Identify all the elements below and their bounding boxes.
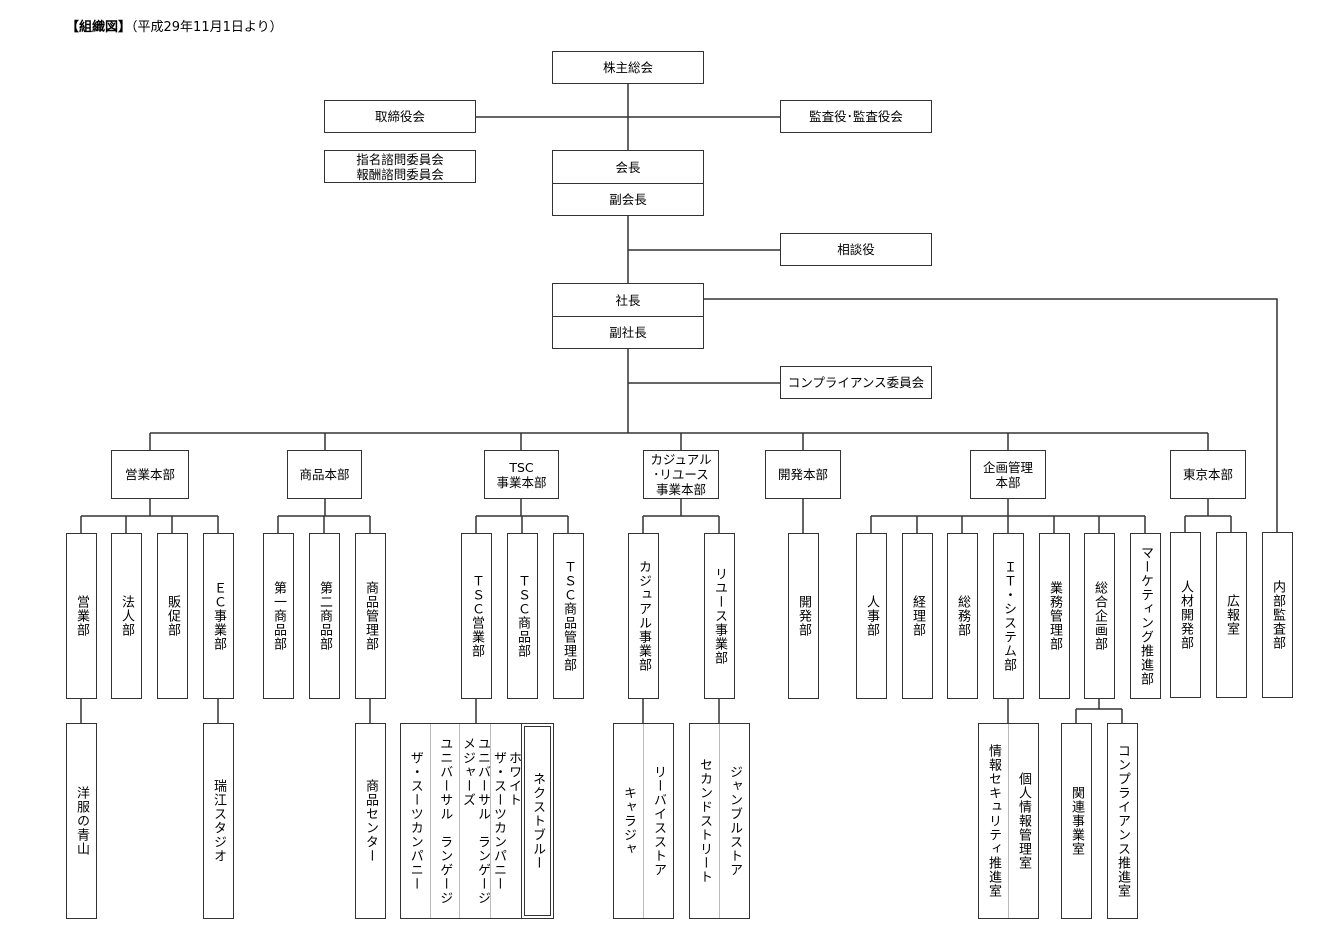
- advisor-box: 相談役: [780, 233, 932, 266]
- division-box: 商品本部: [287, 450, 362, 499]
- department-box: 営業部: [66, 533, 97, 699]
- tsc-brands-group: ザ・スーツカンパニーユニバーサル ランゲージユニバーサル ランゲージ メジャーズ…: [400, 723, 522, 919]
- department-box: 第一商品部: [263, 533, 294, 699]
- department-box: ＴＳＣ商品部: [507, 533, 538, 699]
- unit-label: 個人情報管理室: [1008, 724, 1038, 918]
- division-box: 営業本部: [111, 450, 189, 499]
- unit-label: ユニバーサル ランゲージ: [429, 724, 460, 918]
- division-box: TSC 事業本部: [484, 450, 559, 499]
- division-box: 開発本部: [765, 450, 841, 499]
- title-label: 【組織図】: [66, 20, 132, 35]
- division-box: カジュアル ･リユース 事業本部: [643, 450, 719, 499]
- title-date: （平成29年11月1日より）: [131, 20, 283, 35]
- department-box: 販促部: [157, 533, 188, 699]
- department-box: 広報室: [1216, 532, 1247, 698]
- department-box: 商品管理部: [355, 533, 386, 699]
- division-box: 企画管理 本部: [970, 450, 1046, 499]
- department-box: カジュアル事業部: [628, 533, 659, 699]
- department-box: 経理部: [902, 533, 933, 699]
- aoyama-box: 洋服の青山: [66, 723, 97, 919]
- department-box: 開発部: [788, 533, 819, 699]
- internal-audit-box: 内部監査部: [1262, 532, 1293, 698]
- division-box: 東京本部: [1170, 450, 1246, 499]
- department-box: 総合企画部: [1084, 533, 1115, 699]
- president-box: 社長: [552, 283, 704, 317]
- compliance-committee-box: コンプライアンス委員会: [780, 366, 932, 399]
- department-box: ＥＣ事業部: [203, 533, 234, 699]
- unit-label: 情報セキュリティ推進室: [986, 744, 1001, 898]
- department-box: ＴＳＣ商品管理部: [553, 533, 584, 699]
- unit-label: ザ・スーツカンパニー: [407, 751, 423, 891]
- vice-chairman-box: 副会長: [552, 183, 704, 216]
- auditors-box: 監査役･監査役会: [780, 100, 932, 133]
- unit-label: ジャンブルストア: [719, 724, 749, 918]
- department-box: リユース事業部: [704, 533, 735, 699]
- department-box: ＴＳＣ営業部: [461, 533, 492, 699]
- department-box: 業務管理部: [1039, 533, 1070, 699]
- department-box: ＩＴ・システム部: [993, 533, 1024, 699]
- product-center-box: 商品センター: [355, 723, 386, 919]
- department-box: 人材開発部: [1170, 532, 1201, 698]
- vice-president-box: 副社長: [552, 316, 704, 349]
- department-box: 人事部: [856, 533, 887, 699]
- board-box: 取締役会: [324, 100, 476, 133]
- department-box: 第二商品部: [309, 533, 340, 699]
- unit-label: ユニバーサル ランゲージ メジャーズ: [459, 724, 490, 918]
- mizue-studio-box: 瑞江スタジオ: [203, 723, 234, 919]
- reuse-stores-group: セカンドストリートジャンブルストア: [689, 723, 750, 919]
- department-box: 総務部: [947, 533, 978, 699]
- it-offices-group: 情報セキュリティ推進室個人情報管理室: [978, 723, 1039, 919]
- compliance-promotion-box: コンプライアンス推進室: [1107, 723, 1138, 919]
- department-box: 法人部: [111, 533, 142, 699]
- casual-stores-group: キャラジャリーバイスストア: [613, 723, 674, 919]
- chart-title: 【組織図】（平成29年11月1日より）: [66, 16, 283, 35]
- shareholders-meeting-box: 株主総会: [552, 51, 704, 84]
- committee-label: 指名諮問委員会: [356, 151, 444, 167]
- committee-label: 報酬諮問委員会: [356, 166, 444, 182]
- department-box: マーケティング推進部: [1130, 533, 1161, 699]
- chairman-box: 会長: [552, 150, 704, 184]
- related-business-box: 関連事業室: [1061, 723, 1092, 919]
- unit-label: セカンドストリート: [697, 758, 712, 884]
- unit-label: ホワイト ザ・スーツカンパニー: [490, 724, 521, 918]
- unit-label: キャラジャ: [621, 786, 636, 856]
- unit-label: リーバイスストア: [643, 724, 673, 918]
- committees-box: 指名諮問委員会報酬諮問委員会: [324, 150, 476, 183]
- next-blue-box: ネクストブルー: [521, 723, 554, 919]
